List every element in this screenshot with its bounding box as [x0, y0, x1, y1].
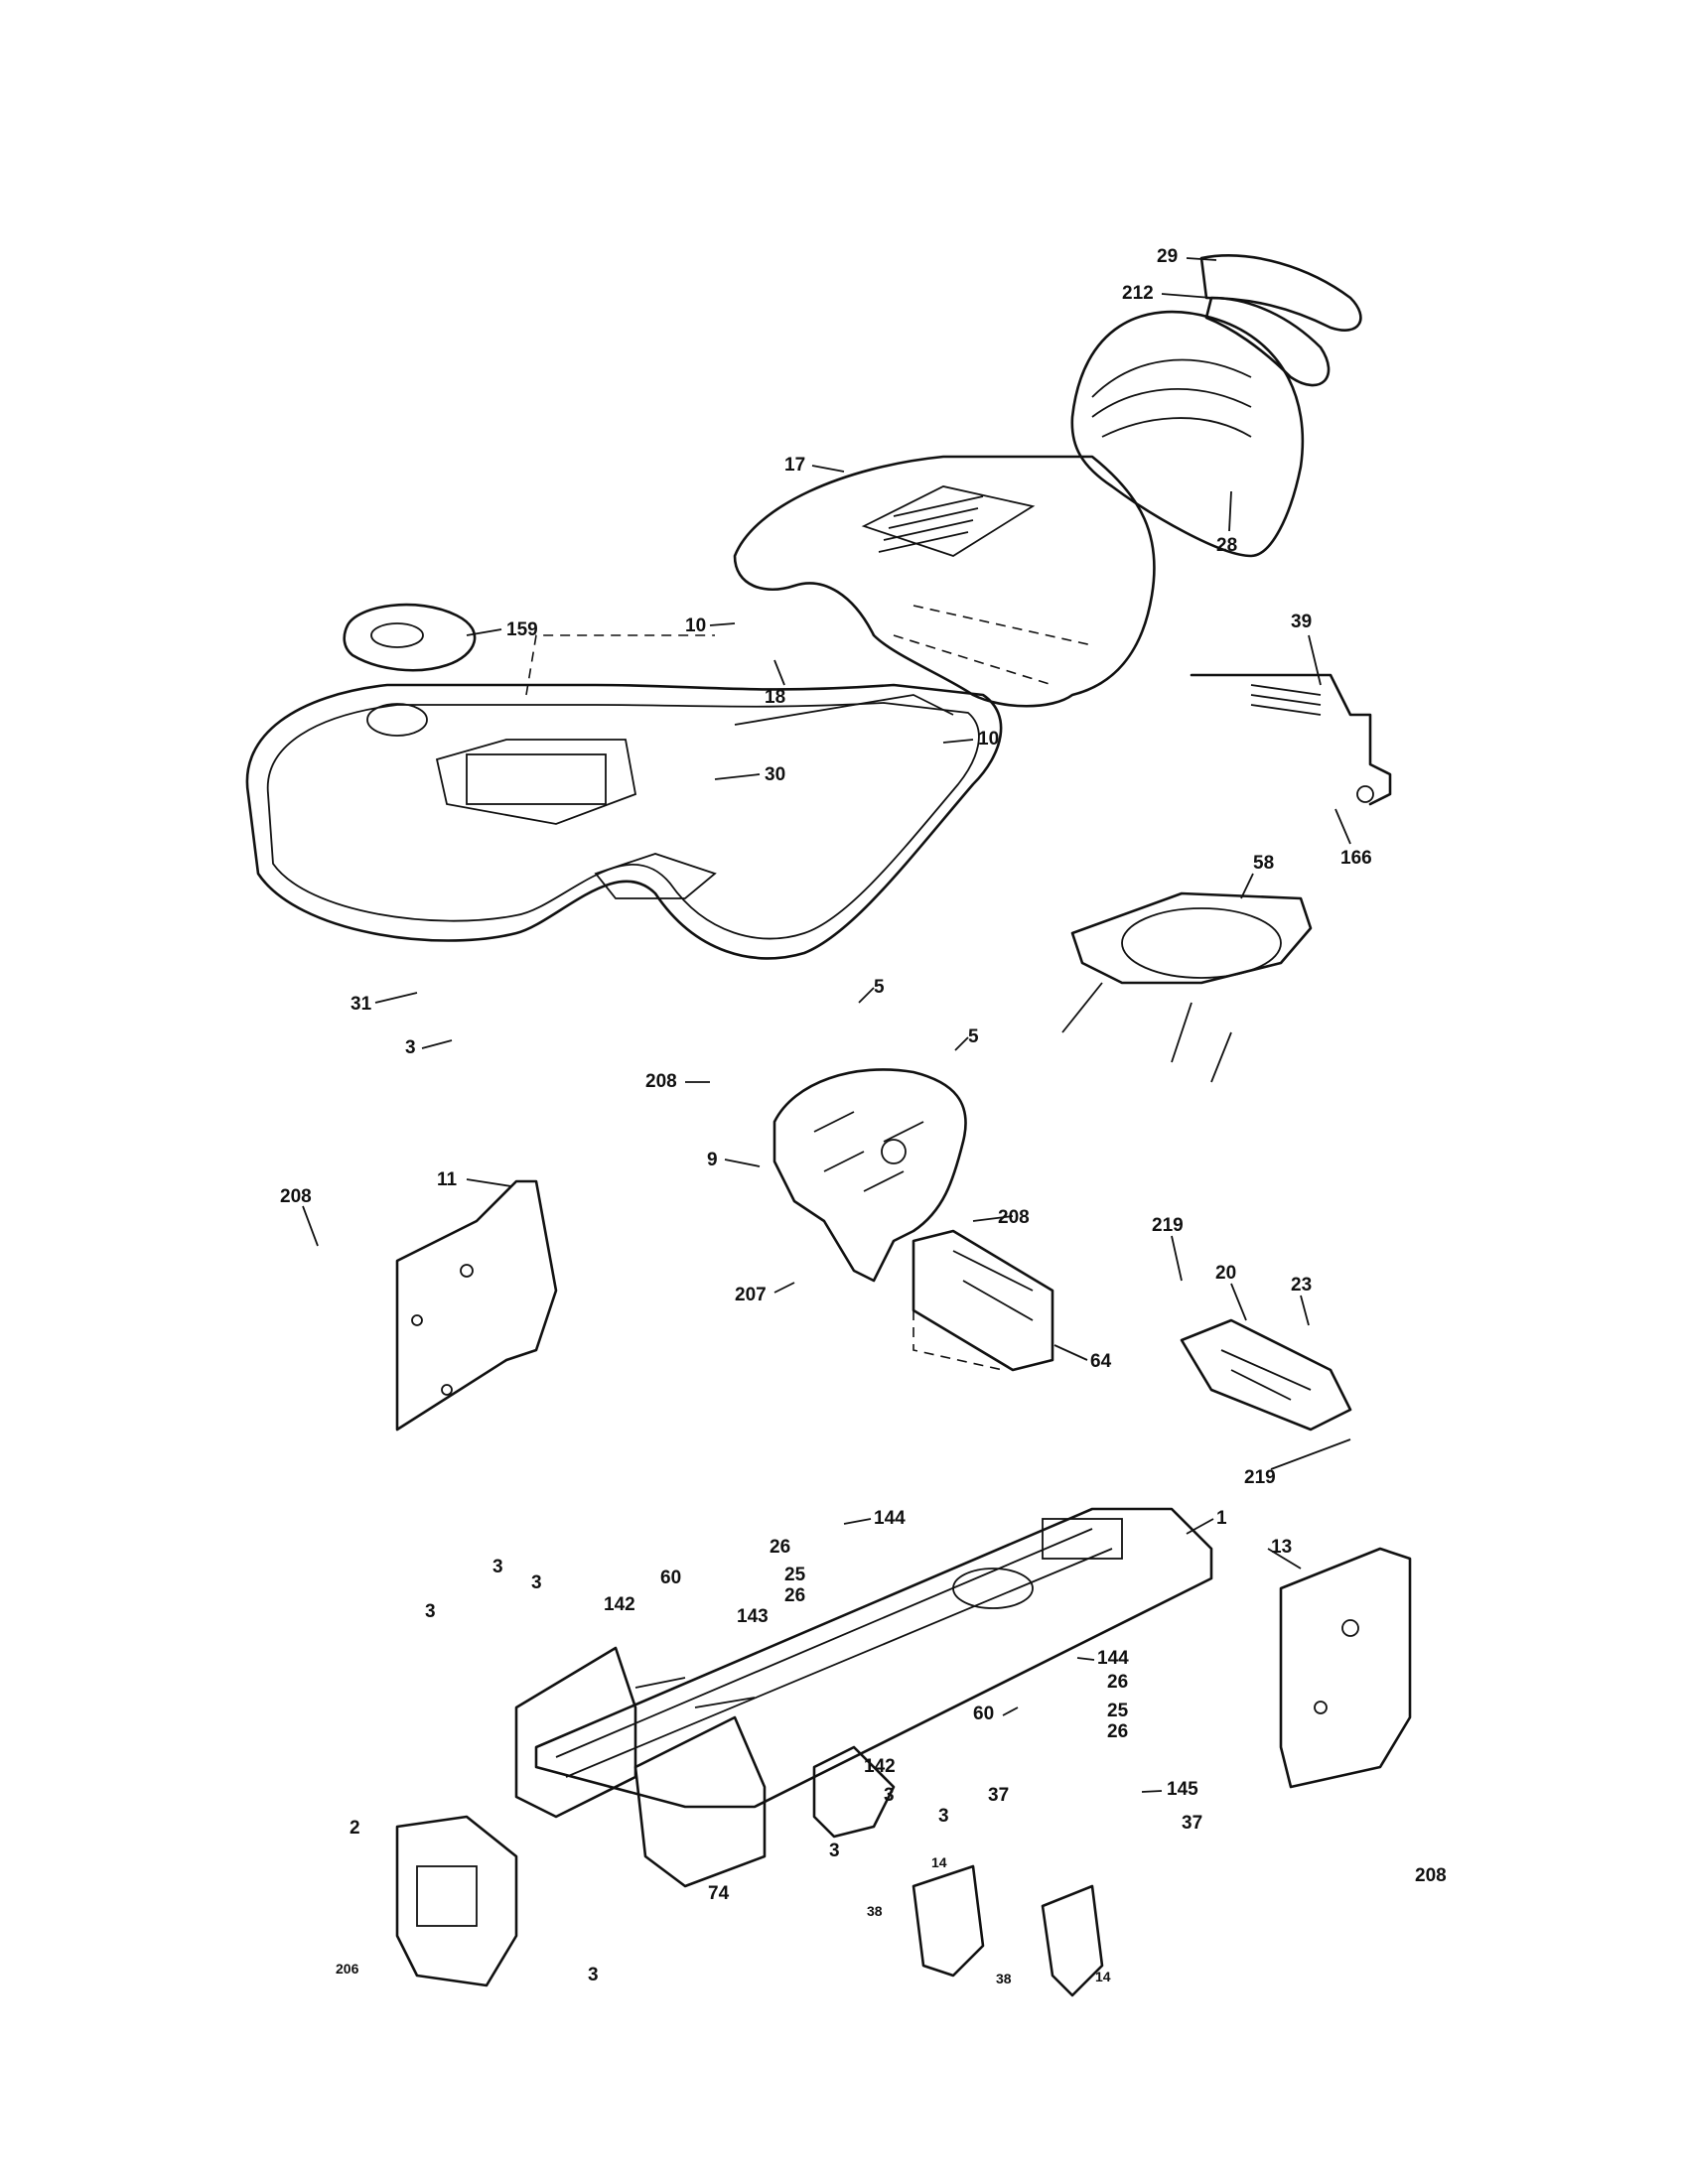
callout-31: 31: [351, 994, 372, 1015]
callout-212: 212: [1122, 283, 1154, 304]
callout-labels: 29 212 17 28 159 10 18 10 30 39 166 58 3…: [280, 246, 1447, 1986]
callout-18: 18: [765, 687, 785, 708]
leader-lines: [302, 257, 1351, 1793]
callout-23: 23: [1291, 1275, 1312, 1296]
callout-208-d: 208: [1415, 1865, 1447, 1886]
callout-159: 159: [506, 619, 538, 640]
bracket-2-part: [395, 1815, 518, 1987]
callout-142-b: 142: [864, 1756, 896, 1777]
grille-part: [1070, 254, 1362, 558]
callout-38-b: 38: [996, 1971, 1012, 1986]
callout-3-h: 3: [588, 1965, 599, 1985]
callout-3-b: 3: [492, 1557, 503, 1577]
rear-fender-part: [245, 634, 1003, 960]
callout-10-top: 10: [685, 615, 706, 636]
callout-25-b: 25: [1107, 1701, 1129, 1721]
callout-26-b: 26: [784, 1585, 805, 1606]
callout-3-g: 3: [829, 1841, 840, 1861]
dash-panel-part: [772, 1068, 967, 1283]
panel-13-part: [1279, 1547, 1412, 1789]
callout-3-e: 3: [884, 1785, 895, 1806]
callout-29: 29: [1157, 246, 1178, 267]
callout-26-a: 26: [770, 1537, 790, 1558]
callout-14-b: 14: [1095, 1969, 1111, 1984]
callout-28: 28: [1216, 535, 1237, 556]
support-64-part: [912, 1229, 1054, 1372]
callout-17: 17: [784, 455, 805, 476]
callout-1: 1: [1216, 1508, 1227, 1529]
callout-11: 11: [437, 1169, 458, 1190]
callout-13: 13: [1271, 1537, 1292, 1558]
callout-26-d: 26: [1107, 1721, 1128, 1742]
callout-144-b: 144: [1097, 1648, 1129, 1669]
callout-5-b: 5: [968, 1026, 979, 1047]
callout-64: 64: [1090, 1351, 1112, 1372]
callout-142-a: 142: [604, 1594, 635, 1615]
callout-219-b: 219: [1244, 1467, 1276, 1488]
callout-20: 20: [1215, 1263, 1236, 1284]
callout-3-a: 3: [405, 1037, 416, 1058]
callout-143: 143: [737, 1606, 769, 1627]
callout-60-b: 60: [973, 1704, 994, 1724]
callout-206: 206: [336, 1961, 359, 1977]
callout-5-a: 5: [874, 977, 885, 998]
callout-219-a: 219: [1152, 1215, 1184, 1236]
callout-60-a: 60: [660, 1568, 681, 1588]
hood-part: [733, 455, 1156, 708]
bracket-39-part: [1190, 673, 1392, 806]
bracket-38-part: [912, 1864, 1104, 1997]
plate-142-left-part: [514, 1646, 637, 1819]
callout-208-c: 208: [280, 1186, 312, 1207]
bracket-20-part: [1180, 1318, 1352, 1432]
seat-cup-part: [343, 603, 477, 672]
callout-14-a: 14: [931, 1854, 947, 1870]
callout-2: 2: [350, 1818, 360, 1839]
callout-37-b: 37: [1182, 1813, 1202, 1834]
callout-3-f: 3: [938, 1806, 949, 1827]
main-frame-part: [534, 1507, 1213, 1809]
callout-10-lower: 10: [978, 729, 999, 750]
callout-30: 30: [765, 764, 785, 785]
callout-207: 207: [735, 1285, 767, 1305]
callout-37-a: 37: [988, 1785, 1009, 1806]
callout-39: 39: [1291, 612, 1312, 632]
callout-3-c: 3: [531, 1572, 542, 1593]
callout-58: 58: [1253, 853, 1274, 874]
callout-208-a: 208: [645, 1071, 677, 1092]
callout-166: 166: [1340, 848, 1372, 869]
callout-25-a: 25: [784, 1565, 806, 1585]
plate-142-right-part: [633, 1715, 896, 1888]
callout-208-b: 208: [998, 1207, 1030, 1228]
callout-145: 145: [1167, 1779, 1198, 1800]
panel-11-part: [395, 1179, 558, 1432]
callout-9: 9: [707, 1150, 718, 1170]
callout-38-a: 38: [867, 1903, 883, 1919]
callout-26-c: 26: [1107, 1672, 1128, 1693]
tank-support-part: [1061, 891, 1313, 1083]
callout-3-d: 3: [425, 1601, 436, 1622]
callout-74: 74: [708, 1883, 730, 1904]
callout-144-a: 144: [874, 1508, 906, 1529]
